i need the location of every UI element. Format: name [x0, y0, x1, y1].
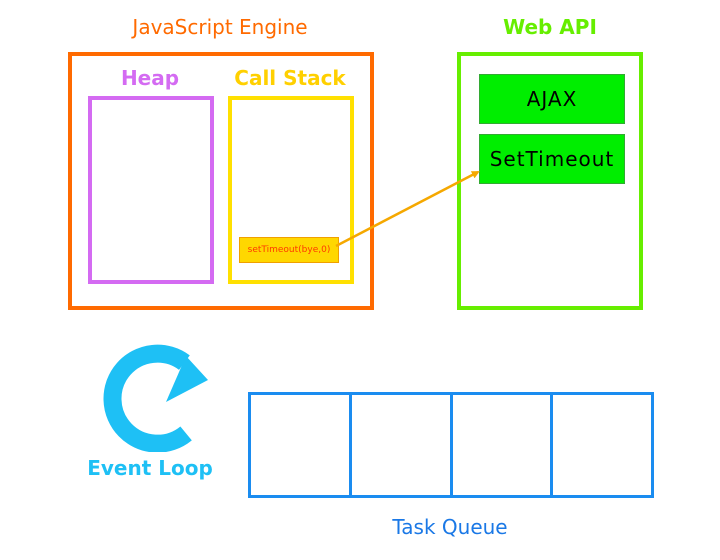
task-queue-slot	[251, 395, 349, 495]
web-api-title: Web API	[503, 15, 597, 39]
heap-title: Heap	[120, 66, 180, 90]
refresh-icon	[103, 344, 208, 452]
task-queue-label: Task Queue	[392, 515, 508, 539]
web-api-ajax: AJAX	[479, 74, 625, 124]
call-stack-frame: setTimeout(bye,0)	[239, 237, 339, 263]
javascript-engine-title: JavaScript Engine	[132, 15, 308, 39]
task-queue-slot	[348, 395, 450, 495]
task-queue	[248, 392, 654, 498]
call-stack-title: Call Stack	[234, 66, 346, 90]
web-api-settimeout: SetTimeout	[479, 134, 625, 184]
task-queue-slot	[550, 395, 651, 495]
event-loop-label: Event Loop	[87, 456, 213, 480]
heap-box	[88, 96, 214, 284]
task-queue-slot	[449, 395, 551, 495]
